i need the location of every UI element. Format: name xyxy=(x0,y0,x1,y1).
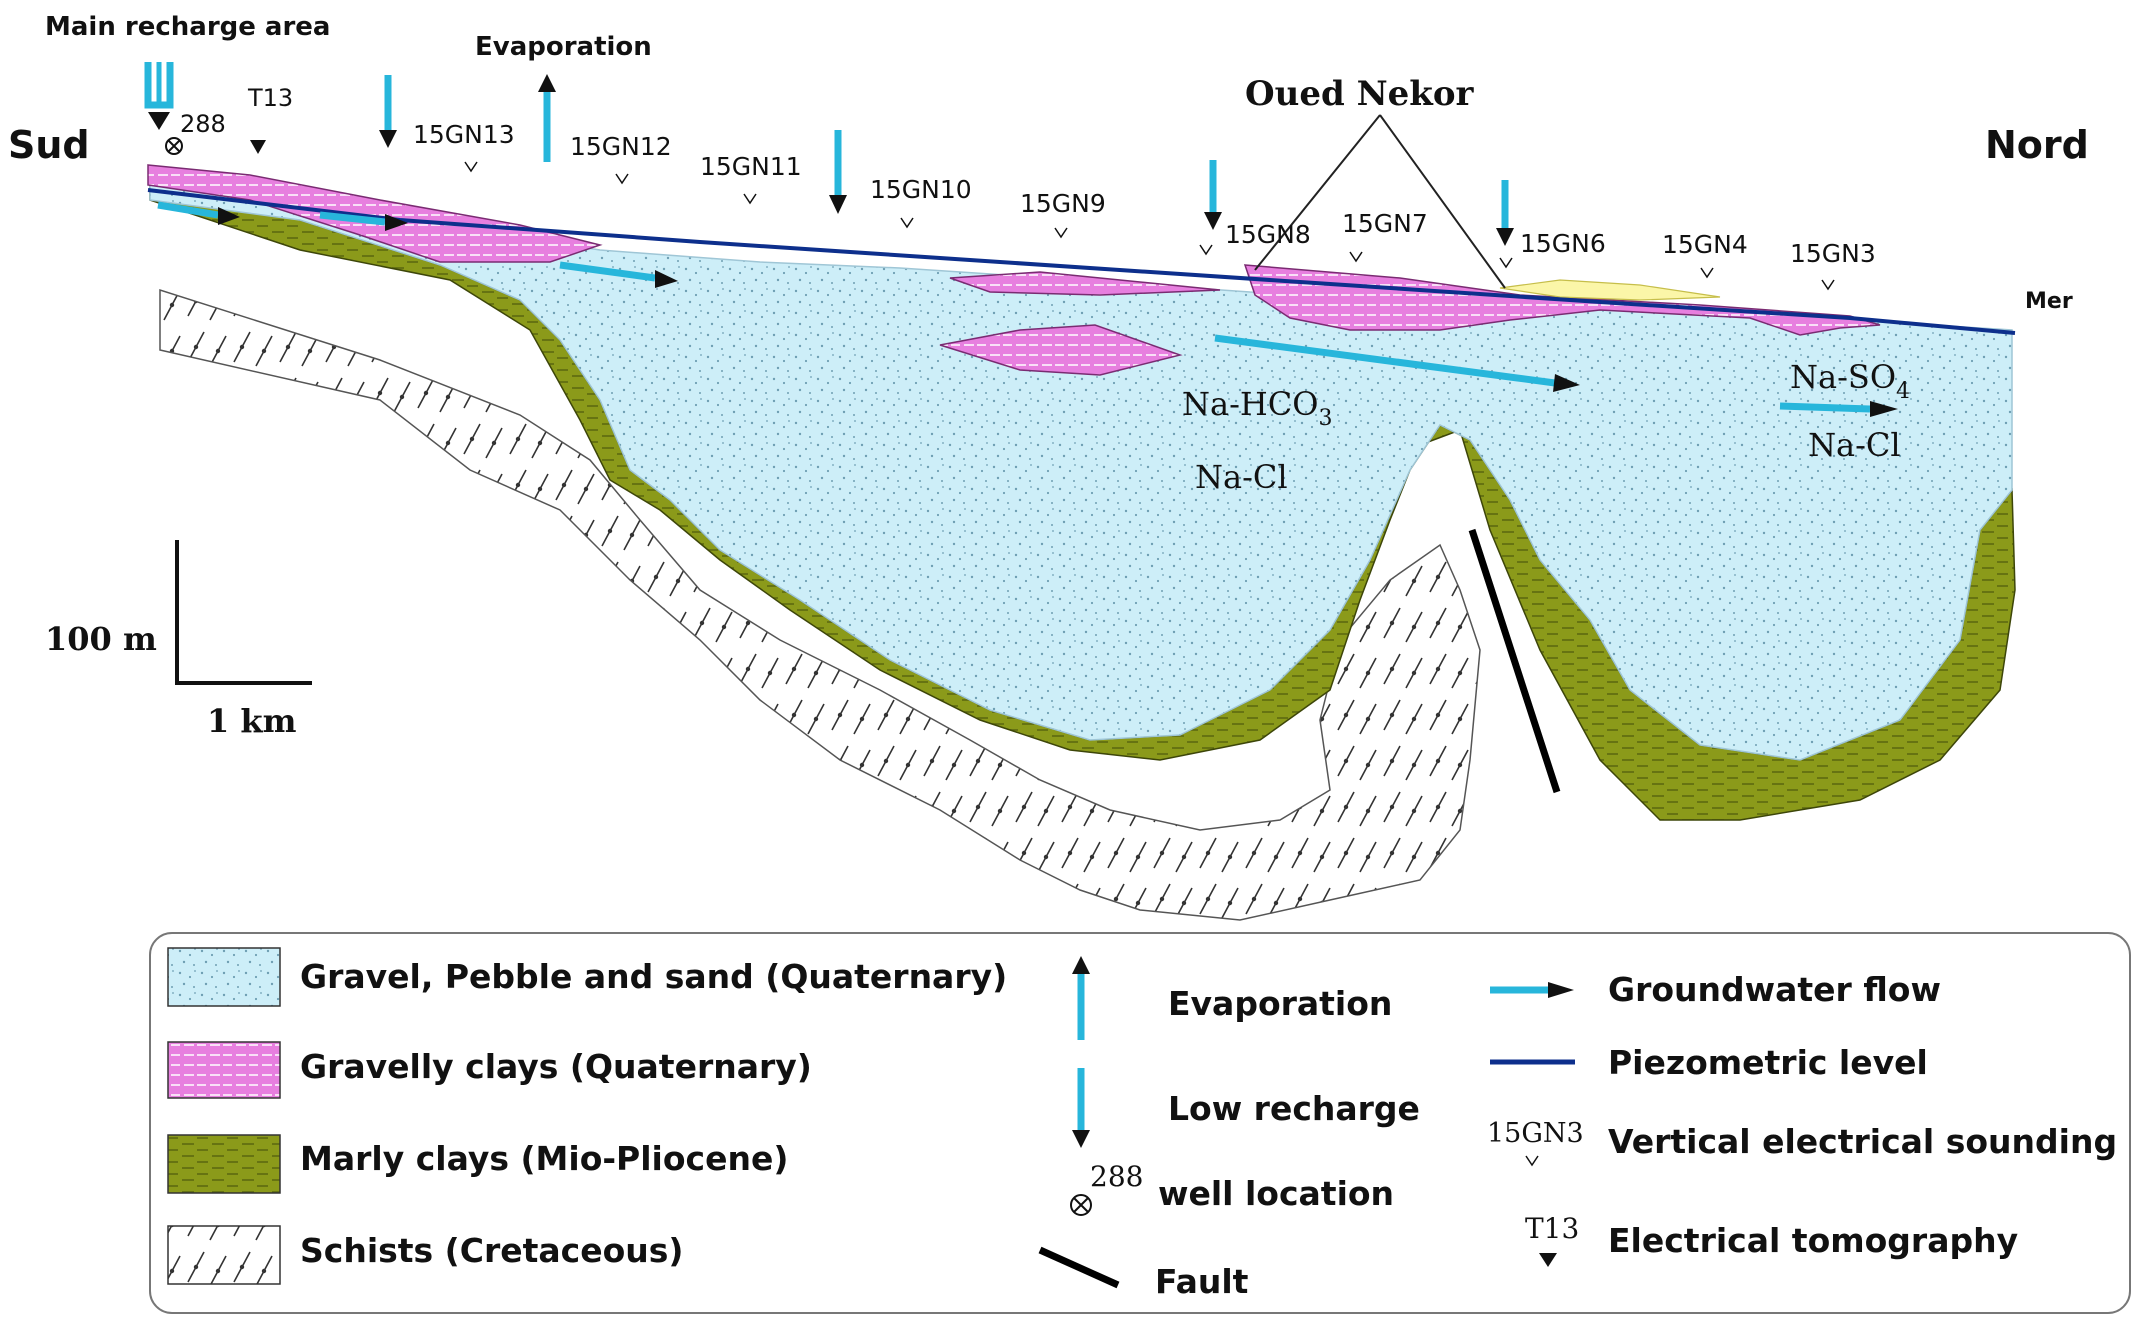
legend-label-gravelly-clay: Gravelly clays (Quaternary) xyxy=(300,1047,812,1086)
ves-marker xyxy=(1821,279,1835,291)
gravel-aquifer xyxy=(149,169,2013,761)
ves-label: 15GN11 xyxy=(700,152,802,181)
ves-marker xyxy=(900,217,914,229)
legend-label-schist: Schists (Cretaceous) xyxy=(300,1231,684,1270)
ves-marker xyxy=(464,161,478,173)
legend-ves-marker xyxy=(1525,1155,1539,1167)
groundwater-flow-arrows xyxy=(157,201,1898,417)
tomography-marker xyxy=(250,140,266,154)
legend-label-well: well location xyxy=(1158,1174,1394,1213)
river-sediment xyxy=(1499,279,1721,301)
legend-fault-icon xyxy=(1038,1246,1120,1289)
legend-label-fault: Fault xyxy=(1155,1262,1249,1301)
scale-vertical-label: 100 m xyxy=(45,620,157,658)
legend-label-piezometric: Piezometric level xyxy=(1608,1043,1928,1082)
main-recharge-icon xyxy=(144,62,174,130)
direction-right-label: Nord xyxy=(1985,123,2089,167)
legend: Gravel, Pebble and sand (Quaternary) Gra… xyxy=(149,932,2131,1314)
legend-label-ves: Vertical electrical sounding xyxy=(1608,1122,2117,1161)
legend-label-low-recharge: Low recharge xyxy=(1168,1089,1420,1128)
scale-bar: 100 m 1 km xyxy=(45,540,312,740)
geology-layers xyxy=(147,164,2016,921)
direction-left-label: Sud xyxy=(8,123,90,167)
ves-label: 15GN12 xyxy=(570,132,672,161)
legend-swatch-marly-clay xyxy=(167,1134,281,1194)
legend-groundwater-flow-icon xyxy=(1490,982,1574,998)
gravelly-clay-lens xyxy=(949,271,1221,296)
legend-swatch-gravelly-clay xyxy=(167,1041,281,1099)
ves-marker xyxy=(1199,244,1213,256)
ves-label: 15GN4 xyxy=(1662,230,1748,259)
ves-label: 15GN3 xyxy=(1790,239,1876,268)
gravelly-clay-lens xyxy=(147,164,603,263)
ves-label: 15GN8 xyxy=(1225,220,1311,249)
water-facies-labels: Na-HCO3 Na-Cl Na-SO4 Na-Cl xyxy=(1182,358,1910,496)
fault-line xyxy=(1468,528,1561,794)
evaporation-top-label: Evaporation xyxy=(475,32,652,62)
sea-label: Mer xyxy=(2025,289,2073,314)
ves-marker xyxy=(1349,251,1363,263)
legend-tomo-marker xyxy=(1539,1253,1557,1267)
legend-swatch-gravel xyxy=(167,947,281,1007)
legend-label-tomography: Electrical tomography xyxy=(1608,1221,2018,1260)
facies-left-b: Na-Cl xyxy=(1195,458,1288,496)
legend-frame xyxy=(149,932,2131,1314)
ves-marker xyxy=(1499,257,1513,269)
legend-evaporation-icon xyxy=(1072,956,1090,1040)
schist-layer xyxy=(159,288,1481,921)
legend-well-number: 288 xyxy=(1090,1160,1143,1193)
legend-swatch-schist xyxy=(167,1225,281,1285)
evaporation-arrow xyxy=(538,74,556,162)
legend-ves-example: 15GN3 xyxy=(1487,1118,1584,1149)
legend-label-groundwater-flow: Groundwater flow xyxy=(1608,970,1941,1009)
ves-label: 15GN9 xyxy=(1020,189,1106,218)
legend-label-evaporation: Evaporation xyxy=(1168,984,1392,1023)
ves-marker xyxy=(1700,267,1714,279)
legend-tomo-example: T13 xyxy=(1525,1212,1579,1245)
facies-right-a: Na-SO4 xyxy=(1790,358,1910,404)
ves-label: 15GN13 xyxy=(413,120,515,149)
main-recharge-label: Main recharge area xyxy=(45,12,330,42)
ves-marker xyxy=(743,193,757,205)
well-marker xyxy=(165,137,183,155)
ves-label: 15GN10 xyxy=(870,175,972,204)
piezometric-line xyxy=(147,188,2016,335)
surface-annotations: Sud Nord Main recharge area Evaporation … xyxy=(8,12,2089,314)
ves-label: 15GN7 xyxy=(1342,209,1428,238)
tomography-label: T13 xyxy=(247,84,293,112)
facies-left-a: Na-HCO3 xyxy=(1182,385,1333,431)
gravelly-clay-lens xyxy=(939,324,1183,376)
facies-right-b: Na-Cl xyxy=(1808,426,1901,464)
river-label: Oued Nekor xyxy=(1245,74,1475,114)
ves-label: 15GN6 xyxy=(1520,229,1606,258)
well-number-label: 288 xyxy=(180,110,226,138)
ves-soundings: 15GN13 15GN12 15GN11 15GN10 15GN9 15GN8 … xyxy=(413,120,1876,291)
scale-horizontal-label: 1 km xyxy=(207,702,297,740)
low-recharge-arrows xyxy=(379,75,1514,246)
legend-well-icon xyxy=(1070,1194,1092,1216)
river-pointer-lines xyxy=(1254,114,1506,289)
legend-label-marly-clay: Marly clays (Mio-Pliocene) xyxy=(300,1139,788,1178)
ves-marker xyxy=(1054,227,1068,239)
legend-low-recharge-icon xyxy=(1072,1068,1090,1148)
legend-label-gravel: Gravel, Pebble and sand (Quaternary) xyxy=(300,957,1007,996)
ves-marker xyxy=(615,173,629,185)
